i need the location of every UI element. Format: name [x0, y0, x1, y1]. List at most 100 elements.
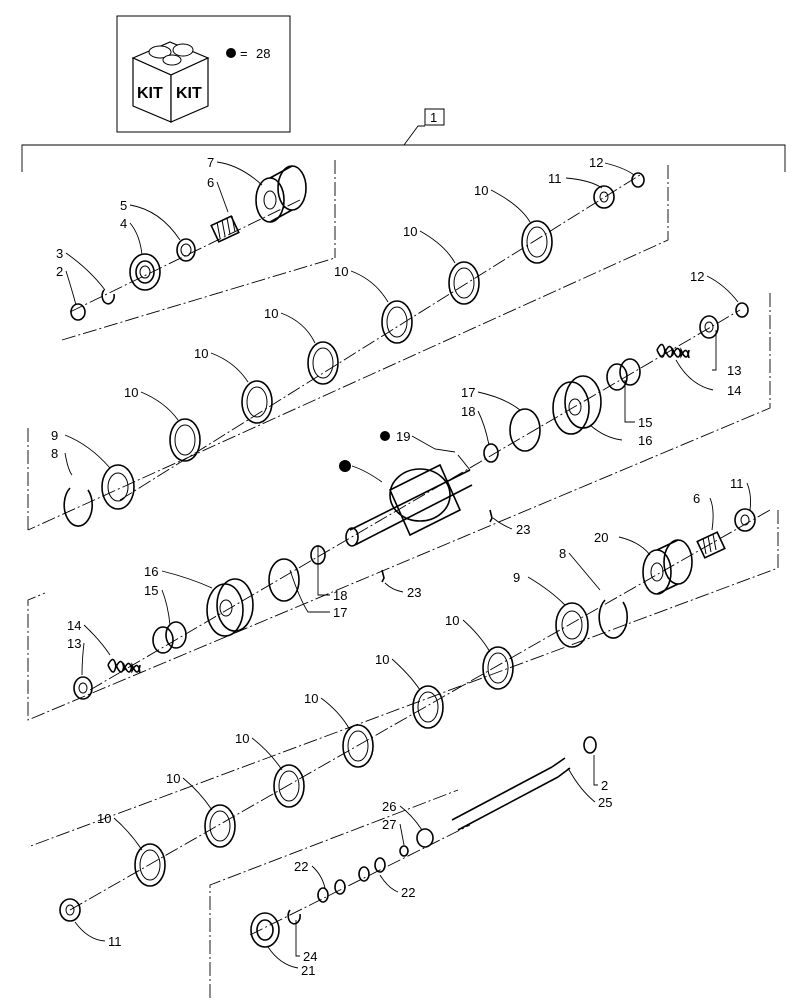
piston-16-top [552, 375, 602, 435]
callout-11-top: 11 [548, 171, 562, 186]
callout-2-bottom: 2 [601, 778, 608, 793]
snap-ring-8-mid [598, 599, 628, 639]
callout-15-top: 15 [638, 415, 652, 430]
snap-ring-12-mid [735, 302, 749, 318]
spring-14-mid [107, 658, 141, 674]
kit-box-icon: KIT KIT [131, 41, 210, 123]
callout-10-g: 10 [445, 613, 459, 628]
kit-marker-19 [380, 431, 390, 441]
callout-10-h: 10 [375, 652, 389, 667]
callout-3: 3 [56, 246, 63, 261]
seal-ring-22-c [334, 879, 346, 895]
snap-ring-2 [70, 303, 86, 321]
piston-16-mid [206, 578, 254, 637]
snap-ring-2-bottom [583, 736, 597, 754]
clutch-hub-shaft [345, 454, 473, 547]
pin-23-mid [381, 569, 385, 583]
callout-labels: 7 6 5 4 3 2 12 11 10 10 10 10 10 10 9 8 … [51, 155, 744, 978]
seal-ring-18-top [483, 443, 499, 463]
seal-ring-22-a [374, 857, 386, 873]
callout-19: 19 [396, 429, 410, 444]
callout-10-i: 10 [304, 691, 318, 706]
kit-legend-dot [226, 48, 236, 58]
callout-4: 4 [120, 216, 127, 231]
washer-13-top [699, 315, 719, 339]
tube-25 [451, 757, 571, 831]
callout-10-c: 10 [334, 264, 348, 279]
pin-23-top [489, 509, 493, 523]
friction-plates-row-4 [134, 646, 514, 887]
callout-10-j: 10 [235, 731, 249, 746]
ring-27 [399, 845, 409, 857]
callout-22-left: 22 [294, 859, 308, 874]
callout-14-top: 14 [727, 383, 741, 398]
callout-9-mid: 9 [513, 570, 520, 585]
leader-lines [64, 161, 752, 969]
callout-2-top: 2 [56, 264, 63, 279]
kit-legend-equals: = [240, 46, 248, 61]
callout-11-mid: 11 [730, 476, 744, 491]
seal-ring-22-b [358, 866, 370, 882]
kit-legend: KIT KIT = 28 [116, 15, 291, 133]
callout-17-mid: 17 [333, 605, 347, 620]
kit-legend-ref: 28 [256, 46, 270, 61]
callout-7: 7 [207, 155, 214, 170]
callout-13-top: 13 [727, 363, 741, 378]
callout-23-top: 23 [516, 522, 530, 537]
bearing-4 [129, 253, 161, 291]
callout-16-top: 16 [638, 433, 652, 448]
parts [59, 165, 756, 948]
end-plate-9-top [101, 464, 135, 510]
callout-26: 26 [382, 799, 396, 814]
retainer-15-mid [152, 621, 187, 654]
callout-6-mid: 6 [693, 491, 700, 506]
assembly-ref-box [424, 108, 445, 126]
washer-11-bottom [59, 898, 81, 922]
seal-ring-17-mid [268, 558, 300, 602]
callout-10-a: 10 [474, 183, 488, 198]
friction-plates-row-2 [169, 220, 553, 462]
bearing-21 [250, 912, 280, 948]
callout-18-mid: 18 [333, 588, 347, 603]
callout-15-mid: 15 [144, 583, 158, 598]
spacer-5 [176, 238, 196, 262]
callout-9-top: 9 [51, 428, 58, 443]
callout-8-mid: 8 [559, 546, 566, 561]
kit-label-left: KIT [137, 85, 163, 102]
callout-10-f: 10 [124, 385, 138, 400]
snap-ring-3 [101, 289, 115, 305]
retainer-15-top [606, 358, 641, 391]
needle-bearing-6-mid [696, 531, 726, 559]
callout-20: 20 [594, 530, 608, 545]
washer-13-mid [73, 676, 93, 700]
seal-26 [416, 828, 434, 848]
snap-ring-24 [287, 909, 301, 925]
callout-22-right: 22 [401, 885, 415, 900]
needle-bearing-6 [210, 215, 240, 243]
callout-8-top: 8 [51, 446, 58, 461]
callout-10-b: 10 [403, 224, 417, 239]
callout-11-bottom: 11 [108, 934, 122, 949]
callout-23-mid: 23 [407, 585, 421, 600]
spring-14-top [656, 343, 690, 359]
callout-12-top: 12 [589, 155, 603, 170]
callout-25: 25 [598, 795, 612, 810]
callout-12-mid: 12 [690, 269, 704, 284]
gear-20 [642, 539, 693, 595]
gear-7 [255, 165, 307, 223]
frame-lines [27, 160, 779, 998]
callout-5: 5 [120, 198, 127, 213]
kit-legend-frame [116, 15, 291, 133]
callout-10-k: 10 [166, 771, 180, 786]
assembly-bracket: 1 [21, 108, 786, 172]
callout-24: 24 [303, 949, 317, 964]
assembly-ref-label: 1 [430, 110, 437, 125]
callout-21: 21 [301, 963, 315, 978]
callout-10-l: 10 [97, 811, 111, 826]
callout-10-e: 10 [194, 346, 208, 361]
washer-11-mid [734, 508, 756, 532]
end-plate-9-mid [555, 602, 589, 648]
washer-11-top [593, 185, 615, 209]
callout-18-top: 18 [461, 404, 475, 419]
